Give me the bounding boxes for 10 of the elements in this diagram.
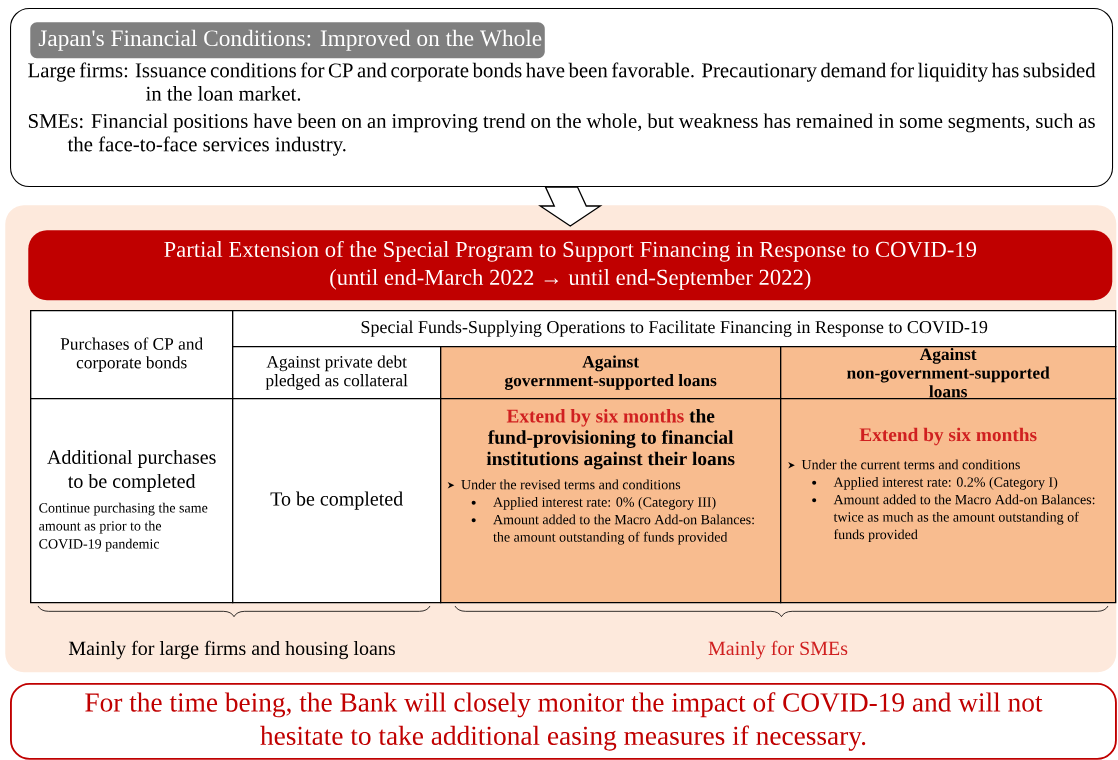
header-cell: Against government-supported loans xyxy=(440,346,782,400)
block-arrow xyxy=(538,186,603,227)
note-box: For the time being, the Bank will closely monitor the impact of COVID-19 and will not hesitate to take additional easing measures if necessary. xyxy=(10,683,1117,760)
headline-banner: Partial Extension of the Special Program to Support Financing in Response to COVID-19 (until end-March 2022 → until end-September 2022) xyxy=(28,230,1113,301)
brace-label: Mainly for SMEs xyxy=(708,640,848,660)
header-cell: Against private debt pledged as collateral xyxy=(232,346,442,400)
header-cell: Purchases of CP and corporate bonds xyxy=(30,310,234,400)
brace-label: Mainly for large firms and housing loans xyxy=(68,640,395,660)
title-banner: Japan's Financial Conditions: Improved on the Whole xyxy=(30,22,545,59)
header-cell: Against non-government-supported loans xyxy=(780,346,1117,400)
